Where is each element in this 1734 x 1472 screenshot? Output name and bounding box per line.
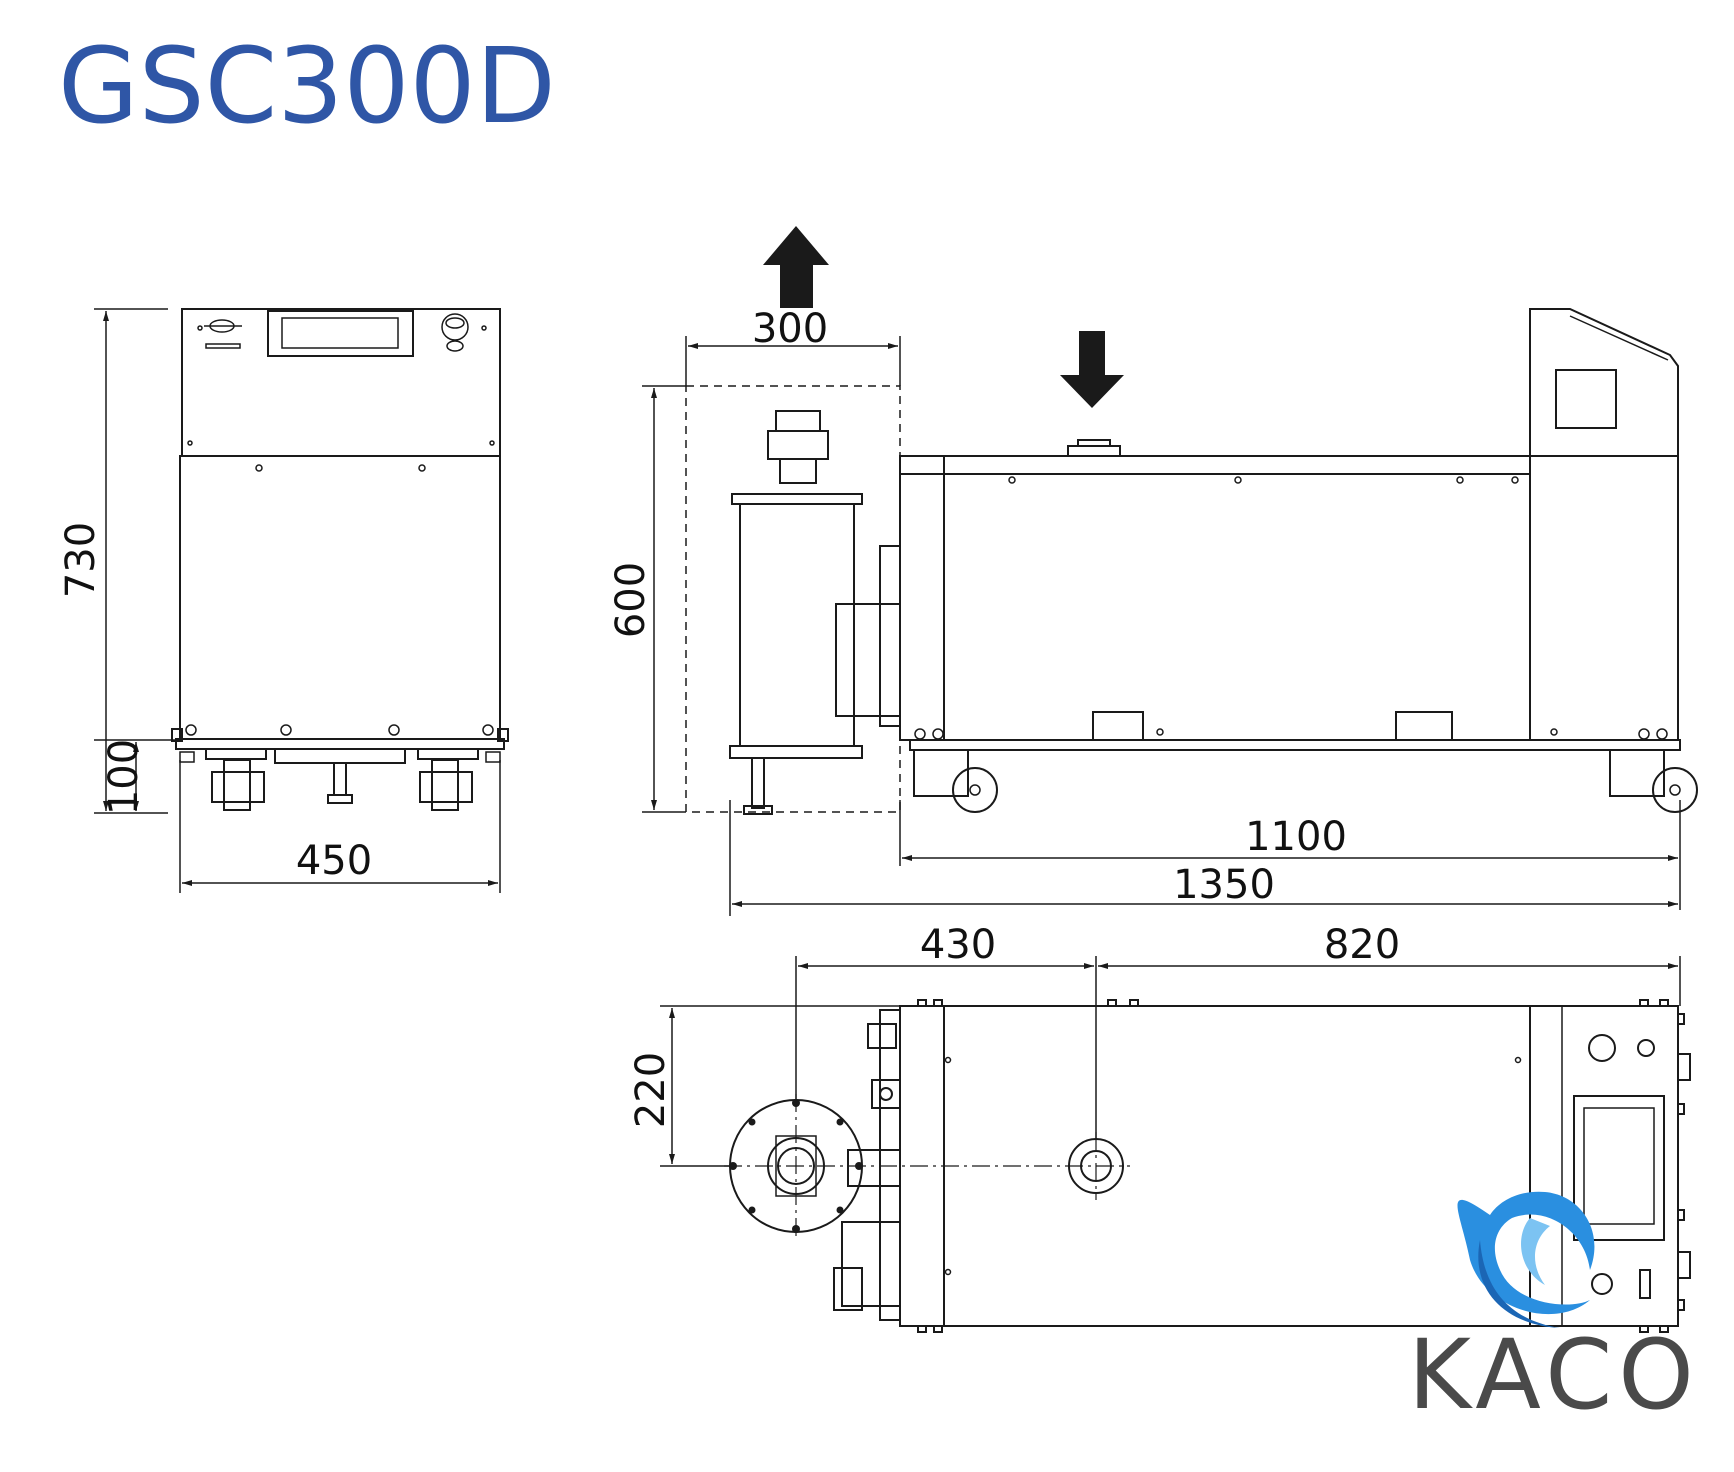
dim-label-side-body: 1100 — [1245, 814, 1347, 860]
dim-front-height: 730 — [58, 308, 168, 814]
up-arrow-icon — [763, 226, 829, 308]
dim-front-base: 100 — [94, 739, 180, 815]
dim-label-top-left: 430 — [920, 922, 996, 968]
kaco-logo-text: KACO — [1408, 1319, 1700, 1431]
dim-side-total: 1350 — [729, 800, 1678, 916]
dim-side-height: 600 — [608, 385, 686, 813]
dim-label-top-offset: 220 — [628, 1052, 674, 1128]
dim-label-side-total: 1350 — [1173, 862, 1275, 908]
kaco-logo: KACO — [1408, 1191, 1700, 1431]
front-view — [171, 308, 509, 811]
dim-side-top: 300 — [685, 306, 901, 386]
dim-top-right: 820 — [1098, 922, 1681, 1006]
dim-label-top-right: 820 — [1324, 922, 1400, 968]
dim-top-left: 430 — [795, 922, 1097, 1140]
top-view — [724, 999, 1691, 1333]
dim-label-front-base: 100 — [101, 739, 147, 815]
side-view — [685, 226, 1698, 815]
dim-top-offset: 220 — [628, 1005, 900, 1167]
dim-label-side-height: 600 — [608, 562, 654, 638]
dim-label-front-width: 450 — [296, 838, 372, 884]
dim-label-front-height: 730 — [58, 522, 104, 598]
kaco-wave-icon — [1457, 1191, 1595, 1328]
dim-side-body: 1100 — [899, 800, 1681, 910]
dim-front-width: 450 — [179, 760, 501, 893]
dim-label-side-top: 300 — [752, 306, 828, 352]
down-arrow-icon — [1060, 331, 1124, 408]
model-title: GSC300D — [58, 25, 556, 147]
